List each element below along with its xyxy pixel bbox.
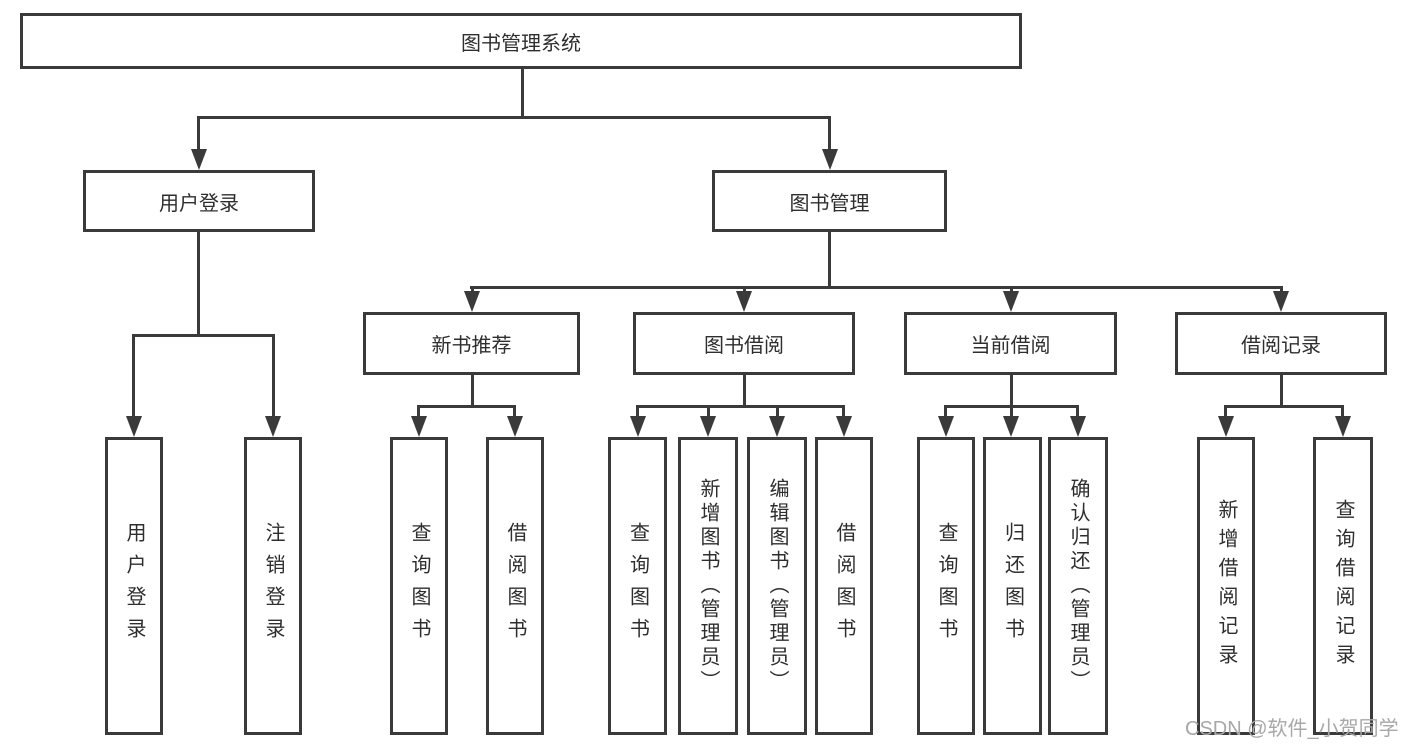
arrow-down-icon xyxy=(410,416,427,437)
arrow-down-icon xyxy=(1003,416,1019,437)
connector-arrow-stem xyxy=(197,116,200,150)
node-leaf-query-books-2: 查询图书 xyxy=(608,437,667,735)
leaf-label: 注销登录 xyxy=(262,522,284,650)
node-book-mgmt: 图书管理 xyxy=(712,170,947,232)
connector-borrowing-branch xyxy=(636,405,845,408)
connector-arrow-stem xyxy=(417,405,420,417)
arrow-down-icon xyxy=(1273,291,1289,312)
connector-arrow-stem xyxy=(1224,405,1227,417)
node-leaf-add-borrow-record: 新增借阅记录 xyxy=(1197,437,1255,735)
node-leaf-query-books-1: 查询图书 xyxy=(390,437,448,735)
node-borrowing: 图书借阅 xyxy=(633,312,855,375)
node-leaf-borrow-books-1: 借阅图书 xyxy=(486,437,544,735)
node-leaf-borrow-books-2: 借阅图书 xyxy=(815,437,873,735)
leaf-label: 查询图书 xyxy=(935,522,957,650)
arrow-down-icon xyxy=(937,416,954,437)
connector-arrow-stem xyxy=(1279,286,1283,292)
node-leaf-logout: 注销登录 xyxy=(244,437,302,735)
node-user-login: 用户登录 xyxy=(83,170,315,232)
connector-level3-branch xyxy=(470,286,1282,289)
connector-arrow-stem xyxy=(513,405,516,417)
arrow-down-icon xyxy=(1217,416,1234,437)
connector-arrow-stem xyxy=(271,334,275,417)
arrow-down-icon xyxy=(265,416,281,437)
leaf-label: 查询图书 xyxy=(408,522,430,650)
node-root-label: 图书管理系统 xyxy=(461,32,581,55)
connector-records-branch xyxy=(1224,405,1344,408)
connector-bookmgmt-stem xyxy=(828,232,831,289)
leaf-label: 编辑图书（管理员） xyxy=(766,478,788,694)
arrow-down-icon xyxy=(506,416,523,437)
connector-arrow-stem xyxy=(944,405,947,417)
leaf-label: 查询图书 xyxy=(626,522,649,650)
node-root: 图书管理系统 xyxy=(20,13,1022,69)
leaf-label: 借阅图书 xyxy=(833,522,855,650)
connector-borrowing-stem xyxy=(742,375,746,408)
node-new-books-label: 新书推荐 xyxy=(431,335,512,357)
node-leaf-user-login: 用户登录 xyxy=(105,437,163,735)
arrow-down-icon xyxy=(1334,416,1351,437)
arrow-down-icon xyxy=(821,149,838,170)
connector-level2-branch xyxy=(197,116,831,119)
connector-arrow-stem xyxy=(1341,405,1344,417)
arrow-down-icon xyxy=(700,416,716,437)
node-borrowing-label: 图书借阅 xyxy=(704,335,784,357)
connector-arrow-stem xyxy=(842,405,845,417)
connector-arrow-stem xyxy=(636,405,639,417)
arrow-down-icon xyxy=(1069,416,1086,437)
connector-current-stem xyxy=(1009,375,1013,408)
leaf-label: 新增图书（管理员） xyxy=(697,478,719,694)
csdn-watermark: CSDN @软件_小贺同学 xyxy=(1185,718,1399,740)
leaf-label: 新增借阅记录 xyxy=(1215,499,1237,673)
arrow-down-icon xyxy=(464,291,480,312)
connector-userlogin-stem xyxy=(197,232,200,337)
arrow-down-icon xyxy=(736,291,752,312)
arrow-down-icon xyxy=(835,416,852,437)
connector-arrow-stem xyxy=(1009,286,1013,292)
connector-userlogin-branch xyxy=(132,334,274,337)
leaf-label: 查询借阅记录 xyxy=(1332,499,1354,673)
connector-records-stem xyxy=(1279,375,1283,408)
node-borrow-records: 借阅记录 xyxy=(1175,312,1387,375)
leaf-label: 借阅图书 xyxy=(504,522,526,650)
node-leaf-return-book: 归还图书 xyxy=(983,437,1042,735)
connector-arrow-stem xyxy=(1076,405,1079,417)
connector-arrow-stem xyxy=(1009,405,1013,417)
connector-arrow-stem xyxy=(132,334,135,417)
connector-arrow-stem xyxy=(706,405,710,417)
arrow-down-icon xyxy=(125,416,142,437)
node-current-borrow-label: 当前借阅 xyxy=(970,335,1051,357)
leaf-label: 确认归还（管理员） xyxy=(1067,478,1089,694)
connector-newbooks-stem xyxy=(470,375,474,408)
node-current-borrow: 当前借阅 xyxy=(904,312,1117,375)
arrow-down-icon xyxy=(1003,291,1019,312)
leaf-label: 归还图书 xyxy=(1001,522,1024,650)
connector-arrow-stem xyxy=(775,405,779,417)
leaf-label: 用户登录 xyxy=(123,522,145,650)
arrow-down-icon xyxy=(629,416,646,437)
connector-arrow-stem xyxy=(828,116,831,150)
arrow-down-icon xyxy=(190,149,207,170)
node-leaf-query-borrow-record: 查询借阅记录 xyxy=(1313,437,1373,735)
node-leaf-confirm-return-admin: 确认归还（管理员） xyxy=(1048,437,1108,735)
node-leaf-add-book-admin: 新增图书（管理员） xyxy=(678,437,738,735)
node-borrow-records-label: 借阅记录 xyxy=(1241,335,1321,357)
node-new-books: 新书推荐 xyxy=(363,312,580,375)
arrow-down-icon xyxy=(769,416,785,437)
node-user-login-label: 用户登录 xyxy=(159,192,239,215)
connector-newbooks-branch xyxy=(417,405,516,408)
node-book-mgmt-label: 图书管理 xyxy=(789,192,870,215)
connector-arrow-stem xyxy=(470,286,474,292)
node-leaf-edit-book-admin: 编辑图书（管理员） xyxy=(747,437,807,735)
connector-arrow-stem xyxy=(742,286,746,292)
node-leaf-query-books-3: 查询图书 xyxy=(917,437,975,735)
connector-root-stem xyxy=(520,69,524,119)
